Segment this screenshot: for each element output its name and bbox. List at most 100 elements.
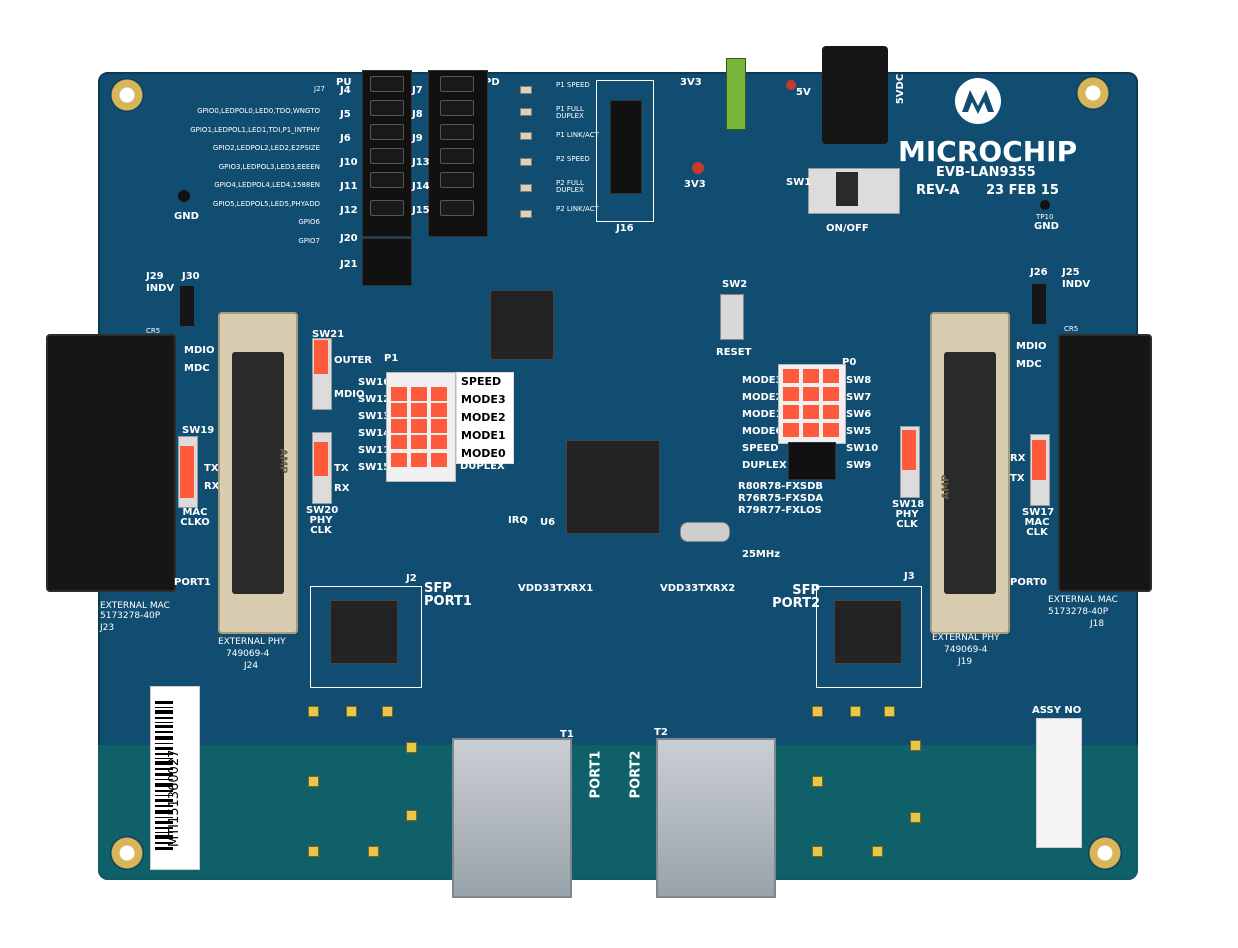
led-label: P1 LINK/ACT xyxy=(556,131,599,139)
vdd-left-label: VDD33TXRX1 xyxy=(518,583,594,594)
ext-phy-right-label: EXTERNAL PHY xyxy=(932,633,1000,643)
board-model: EVB-LAN9355 xyxy=(936,165,1036,180)
jumper-right-labels: J7 J8 J9 J13 J14 J15 xyxy=(412,86,432,230)
jumper-cap[interactable] xyxy=(370,76,404,92)
barcode-bars-icon xyxy=(155,701,173,850)
dip-switch-left[interactable] xyxy=(386,372,456,482)
ext-phy-right-ref: J19 xyxy=(958,657,973,667)
amp-label-left: AMP xyxy=(277,448,289,474)
fx-label: R76R75-FXSDA xyxy=(738,493,824,504)
gnd-label-right: GND xyxy=(1034,221,1059,232)
j16-header xyxy=(610,100,642,194)
gpio-label: GPIO7 xyxy=(298,236,320,245)
sw21-slider[interactable] xyxy=(314,340,328,374)
pad xyxy=(884,706,895,717)
sw20-slider[interactable] xyxy=(314,442,328,476)
mode-label: SPEED xyxy=(461,375,502,388)
dip-sw-label: SW10 xyxy=(846,443,879,454)
jumper-label: J12 xyxy=(340,205,358,216)
jumper-label: J14 xyxy=(412,181,430,192)
test-point-5v[interactable] xyxy=(786,80,796,90)
rj45-port1[interactable] xyxy=(452,738,572,898)
jumper-label: J5 xyxy=(340,109,351,120)
amp-label-right: AMP xyxy=(940,474,952,500)
dip-switch-right[interactable] xyxy=(778,364,846,444)
dip-right-sw-labels: SW8 SW7 SW6 SW5 SW10 SW9 xyxy=(846,376,879,478)
jumper-cap[interactable] xyxy=(440,100,474,116)
ext-mac-left-pn: 5173278-40P xyxy=(100,611,161,621)
jumper-cap[interactable] xyxy=(440,200,474,216)
mounting-hole xyxy=(110,836,144,870)
pcb-lower-region xyxy=(98,745,1138,880)
v3v3-label-top: 3V3 xyxy=(680,77,702,88)
sw17-slider[interactable] xyxy=(1032,440,1046,480)
dip-sw-label: SW9 xyxy=(846,460,872,471)
sw1-label: SW1 xyxy=(786,177,812,188)
mode-label: MODE2 xyxy=(461,411,506,424)
gnd-test-point-right[interactable] xyxy=(1040,200,1050,210)
mounting-hole xyxy=(110,78,144,112)
mounting-hole xyxy=(1076,76,1110,110)
pd-label: PD xyxy=(484,77,500,88)
dip-right-title: P0 xyxy=(842,357,857,368)
jumper-cap[interactable] xyxy=(370,100,404,116)
jumper-label: J10 xyxy=(340,157,358,168)
jumper-left-labels: J4 J5 J6 J10 J11 J12 J20 J21 xyxy=(340,86,360,284)
jumper-label: J13 xyxy=(412,157,430,168)
j3-label: J3 xyxy=(904,571,915,582)
brand-name: MICROCHIP xyxy=(898,135,1078,168)
ext-phy-left-pn: 749069-4 xyxy=(226,649,270,659)
router-label: OUTER xyxy=(334,355,372,366)
eeprom-chip xyxy=(490,290,554,360)
external-mac-connector-right[interactable] xyxy=(1058,334,1152,592)
jumper-label: J15 xyxy=(412,205,430,216)
sfp-port1-label: SFP PORT1 xyxy=(424,581,472,609)
mode-label: DUPLEX xyxy=(742,460,787,471)
external-phy-connector-right[interactable] xyxy=(930,312,1010,634)
jumper-cap[interactable] xyxy=(440,172,474,188)
dip-sw-label: SW15 xyxy=(358,462,391,473)
external-phy-connector-left[interactable] xyxy=(218,312,298,634)
board-date: 23 FEB 15 xyxy=(986,183,1059,198)
ext-mac-left-ref: J23 xyxy=(100,623,115,633)
j16-label: J16 xyxy=(616,223,634,234)
test-point-3v3[interactable] xyxy=(692,162,704,174)
vdd-right-label: VDD33TXRX2 xyxy=(660,583,736,594)
external-mac-connector-left[interactable] xyxy=(46,334,176,592)
sw18-label: SW18 PHY CLK xyxy=(892,499,925,530)
indv-right-label: INDV xyxy=(1062,279,1091,290)
mode-label: MODE1 xyxy=(461,429,506,442)
jumper-cap[interactable] xyxy=(370,200,404,216)
power-switch-slider[interactable] xyxy=(836,172,858,206)
power-jack[interactable] xyxy=(822,46,888,144)
dip-sw-label: SW16 xyxy=(358,377,391,388)
header-j20-j21 xyxy=(362,238,412,286)
barcode-text: MTI151360027 xyxy=(167,749,182,847)
reset-button[interactable] xyxy=(720,294,744,340)
sfp-port1-connector[interactable] xyxy=(330,600,398,664)
j30-header[interactable] xyxy=(180,286,194,326)
pad xyxy=(812,846,823,857)
j26-header[interactable] xyxy=(1032,284,1046,324)
sfp-port2-connector[interactable] xyxy=(834,600,902,664)
jumper-cap[interactable] xyxy=(440,124,474,140)
gnd-test-point-left[interactable] xyxy=(178,190,190,202)
sw17-label: SW17 MAC CLK xyxy=(1022,507,1055,538)
pad xyxy=(406,810,417,821)
t1-label: T1 xyxy=(560,729,574,740)
sw18-slider[interactable] xyxy=(902,430,916,470)
jumper-cap[interactable] xyxy=(370,124,404,140)
jumper-label: J4 xyxy=(340,85,351,96)
jumper-label: J7 xyxy=(412,85,423,96)
rj45-port2[interactable] xyxy=(656,738,776,898)
sw19-slider[interactable] xyxy=(180,446,194,498)
jumper-cap[interactable] xyxy=(440,148,474,164)
jumper-cap[interactable] xyxy=(370,172,404,188)
tx-right-label: TX xyxy=(1010,473,1025,484)
dip-left-title: P1 xyxy=(384,353,399,364)
mode-label: MODE2 xyxy=(742,392,783,403)
mdio-sw21-label: MDIO xyxy=(334,389,365,400)
jumper-cap[interactable] xyxy=(440,76,474,92)
mounting-hole xyxy=(1088,836,1122,870)
jumper-cap[interactable] xyxy=(370,148,404,164)
